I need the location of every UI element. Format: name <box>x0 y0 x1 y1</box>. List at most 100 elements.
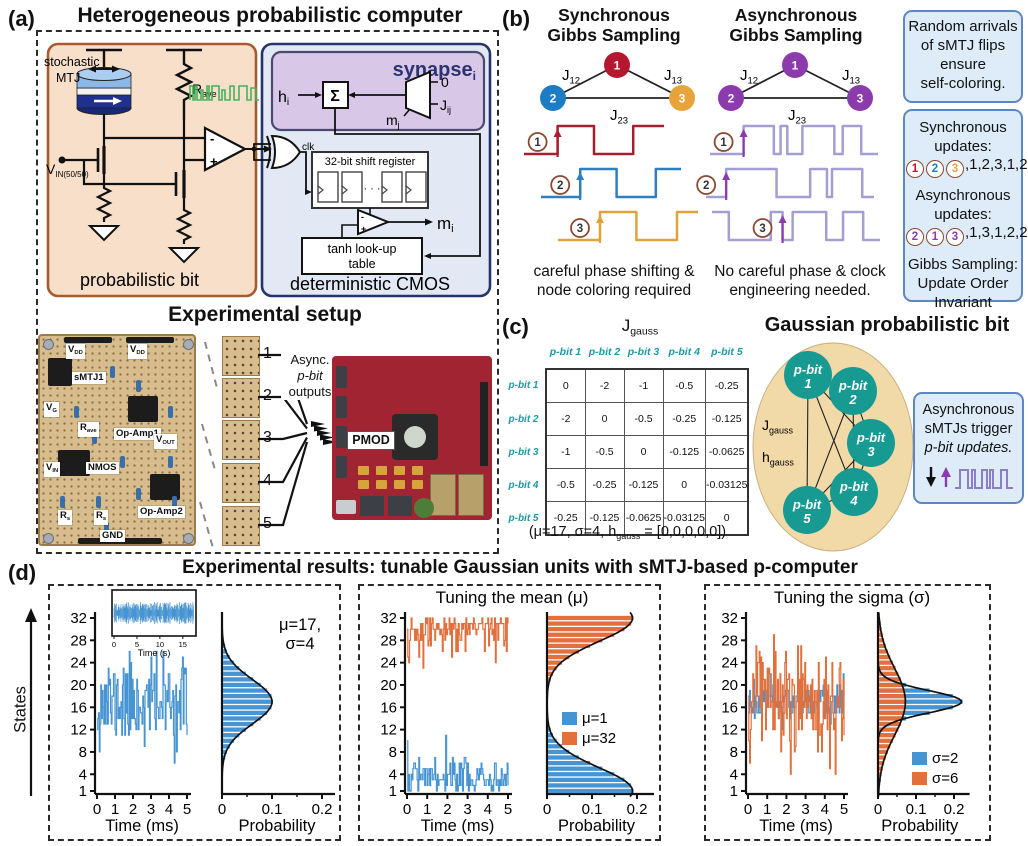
waveform-number: 3 <box>759 223 765 235</box>
y-tick-label: 8 <box>730 744 738 761</box>
hist-bar <box>223 649 227 654</box>
fpga-sfp-cage <box>430 474 456 516</box>
legend-label: σ=2 <box>932 750 958 767</box>
r-ave-resistor <box>174 56 194 120</box>
update-sequence-rest: ,1,2,3,1,2 ... <box>965 156 1028 173</box>
sync-title-1: Synchronous <box>558 5 670 25</box>
gaussian-envelope <box>877 612 907 797</box>
hist-bar <box>223 654 230 660</box>
note-line: self-coloring. <box>920 75 1006 92</box>
table-row-header: p-bit 1 <box>508 380 539 392</box>
graph-node <box>782 52 808 78</box>
x-tick-label: 0 <box>93 801 101 818</box>
hist-tick-label: 0.1 <box>906 801 927 818</box>
hist-bar <box>548 766 603 771</box>
output-arrow <box>314 425 328 432</box>
edge-label: J12 <box>562 67 580 87</box>
waveform-number: 2 <box>703 180 709 192</box>
screw <box>43 533 54 544</box>
table-cell: -0.5 <box>623 402 664 436</box>
async-updates-head-2: updates: <box>934 206 992 223</box>
pbit-tile <box>222 506 260 546</box>
j-ij-label: Jij <box>440 97 451 115</box>
async-updates-head-1: Asynchronous <box>915 187 1011 204</box>
legend-swatch <box>912 772 927 785</box>
sync-caption-1: careful phase shifting & <box>533 263 695 280</box>
waveform <box>710 124 878 156</box>
y-tick-label: 20 <box>721 677 738 694</box>
fpga-connector <box>336 366 347 388</box>
hist-tick-label: 0 <box>543 801 551 818</box>
y-tick-label: 32 <box>380 610 397 627</box>
resistor-component <box>120 456 125 468</box>
hist-bar <box>879 666 896 671</box>
table-cell: 0 <box>662 468 706 502</box>
inset-tick-label: 15 <box>179 640 187 649</box>
graph-node <box>847 85 873 111</box>
pbit-node <box>829 367 877 415</box>
screw <box>43 339 54 350</box>
hist-bar <box>223 738 234 743</box>
hist-bar <box>879 738 893 743</box>
waveform-number-circle <box>550 175 571 195</box>
header-strip <box>64 337 112 343</box>
sync-updates-head-1: Synchronous <box>919 119 1007 136</box>
hist-bar <box>548 638 603 643</box>
edge-label: J12 <box>740 67 758 87</box>
hist-bar <box>879 649 888 654</box>
hist-tick-label: 0 <box>874 801 882 818</box>
synapse-label: synapsei <box>393 59 476 83</box>
hist-tick-label: 0.2 <box>627 801 648 818</box>
y-tick-label: 12 <box>70 722 87 739</box>
hist-bar <box>879 749 888 755</box>
hist-bar <box>548 671 554 676</box>
y-tick-label: 1 <box>730 783 738 800</box>
fpga-chip <box>414 498 434 518</box>
fpga-capacitor <box>376 466 387 475</box>
gaussian-pbit-title: Gaussian probabilistic bit <box>764 314 1010 336</box>
async-title-2: Gibbs Sampling <box>729 25 863 45</box>
fpga-ethernet-port <box>388 496 412 516</box>
fpga-fan <box>404 426 426 448</box>
table-cell: 0 <box>623 435 664 469</box>
tile-number: 2 <box>263 387 272 404</box>
legend-label: μ=32 <box>582 730 616 747</box>
time-axis-label: Time (ms) <box>105 817 179 835</box>
trigger-line-2: sMTJs trigger <box>924 421 1013 437</box>
legend-label: σ=6 <box>932 770 958 787</box>
board-label: Op-Amp1 <box>113 427 162 441</box>
table-cell: -0.03125 <box>704 468 750 502</box>
xor-gate <box>251 134 312 195</box>
sum-label: Σ <box>330 88 340 105</box>
circled-update-number: 3 <box>946 160 964 178</box>
async-title-1: Asynchronous <box>734 5 858 25</box>
hist-bar <box>879 699 963 704</box>
table-cell: -0.25 <box>545 501 586 536</box>
hist-bar <box>879 693 953 699</box>
x-tick-label: 5 <box>840 801 848 818</box>
y-tick-label: 20 <box>70 677 87 694</box>
hist-bar <box>879 760 885 766</box>
panel-d-title: Experimental results: tunable Gaussian u… <box>182 557 858 578</box>
hist-bar <box>548 777 625 782</box>
tile-number: 4 <box>263 472 272 489</box>
tile-wire <box>258 441 309 527</box>
ic-chip <box>48 358 72 386</box>
update-arrow-head <box>722 172 731 180</box>
x-tick-label: 4 <box>484 801 492 818</box>
resistor-component <box>136 380 141 392</box>
trigger-line-3: p-bit updates. <box>924 440 1013 456</box>
graph-node <box>669 85 695 111</box>
fpga-capacitor <box>394 466 405 475</box>
update-arrow-head <box>778 215 787 223</box>
hist-bar <box>879 682 904 688</box>
x-tick-label: 3 <box>463 801 471 818</box>
panel-a-title: Heterogeneous probabilistic computer <box>77 4 463 27</box>
y-tick-label: 28 <box>721 632 738 649</box>
y-tick-label: 16 <box>380 699 397 716</box>
update-sequence-rest: ,1,3,1,2,2 ... <box>965 224 1028 241</box>
